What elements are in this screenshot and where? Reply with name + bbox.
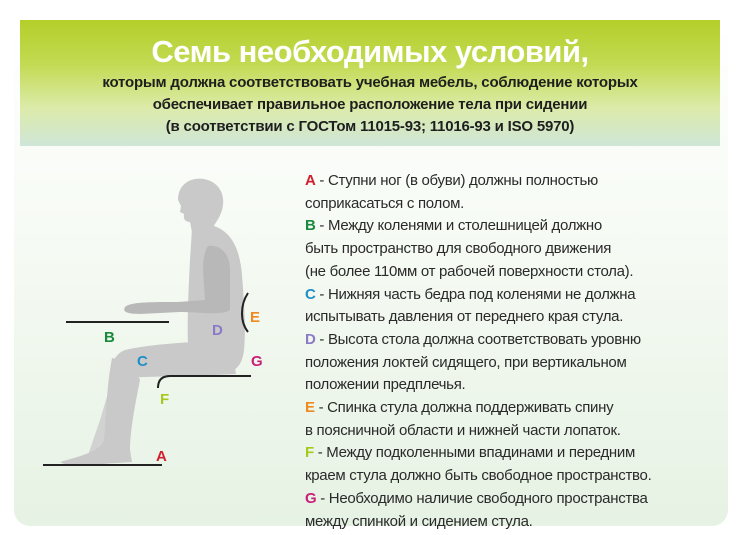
condition-text: - Между подколенными впадинами и передни… [313,444,636,462]
condition-line: между спинкой и сидением стула. [305,511,651,534]
condition-line: C - Нижняя часть бедра под коленями не д… [305,284,651,307]
condition-text: между спинкой и сидением стула. [305,512,533,530]
condition-line: быть пространство для свободного движени… [305,238,651,261]
condition-line: испытывать давления от переднего края ст… [305,306,651,329]
condition-text: соприкасаться с полом. [305,194,465,212]
label-g: G [251,353,263,370]
condition-letter: A [305,172,316,189]
condition-letter: C [305,285,316,303]
condition-line: соприкасаться с полом. [305,193,651,216]
condition-line: в поясничной области и нижней части лопа… [305,420,651,443]
condition-text: (не более 110мм от рабочей поверхности с… [305,262,634,280]
condition-text: быть пространство для свободного движени… [305,240,612,258]
condition-text: положения локтей сидящего, при вертикаль… [305,353,627,371]
person-silhouette [60,178,245,466]
label-e: E [250,309,261,326]
condition-line: G - Необходимо наличие свободного простр… [305,488,651,511]
label-b: B [104,329,115,346]
condition-line: B - Между коленями и столешницей должно [305,215,651,238]
condition-text: краем стула должно быть свободное простр… [305,467,652,485]
condition-line: положения локтей сидящего, при вертикаль… [305,352,651,375]
condition-text: - Спинка стула должна поддерживать спину [314,399,614,417]
label-f: F [160,391,170,408]
condition-letter: B [305,217,316,235]
label-a: A [156,448,167,465]
condition-line: A - Ступни ног (в обуви) должны полность… [305,170,651,193]
condition-text: в поясничной области и нижней части лопа… [305,421,621,439]
subtitle-line: обеспечивает правильное расположение тел… [152,96,588,113]
page-title: Семь необходимых условий, [151,34,589,69]
condition-line: краем стула должно быть свободное простр… [305,465,652,488]
condition-line: D - Высота стола должна соответствовать … [305,329,651,352]
chair-seat-line [157,375,251,389]
condition-letter: G [305,489,317,507]
condition-text: - Высота стола должна соответствовать ур… [315,330,641,348]
chair-backrest-line [241,292,249,333]
condition-line: E - Спинка стула должна поддерживать спи… [305,397,651,420]
condition-line: (не более 110мм от рабочей поверхности с… [305,261,651,284]
header-banner: Семь необходимых условий, которым должна… [20,20,720,146]
condition-letter: F [305,444,314,462]
condition-text: - Нижняя часть бедра под коленями не дол… [315,285,636,303]
label-c: C [137,353,148,370]
condition-text: - Между коленями и столешницей должно [315,217,602,235]
condition-text: испытывать давления от переднего края ст… [305,308,624,326]
condition-letter: E [305,399,315,417]
condition-line: положении предплечья. [305,374,651,397]
subtitle-line: (в соответствии с ГОСТом 11015-93; 11016… [165,118,575,135]
condition-letter: D [305,330,316,348]
condition-text: положении предплечья. [305,376,466,394]
condition-line: F - Между подколенными впадинами и перед… [305,442,651,465]
label-d: D [212,322,223,339]
condition-text: - Ступни ног (в обуви) должны полностью [315,172,598,189]
subtitle-line: которым должна соответствовать учебная м… [102,74,638,91]
conditions-list: A - Ступни ног (в обуви) должны полность… [305,170,652,534]
condition-text: - Необходимо наличие свободного простран… [316,489,648,507]
